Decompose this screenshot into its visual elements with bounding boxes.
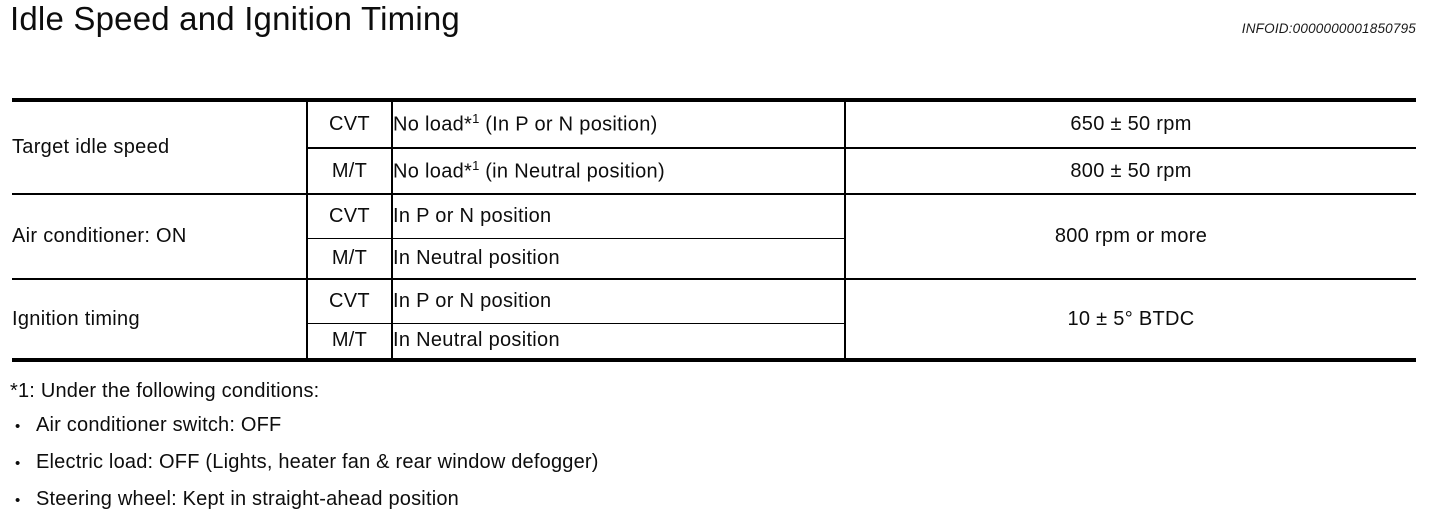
table-row: M/T In Neutral position [12,237,1416,279]
cell-condition: No load*1 (in Neutral position) [391,147,845,194]
footnote-conditions-heading: *1: Under the following conditions: [10,380,320,402]
condition-text: No load* [393,113,473,136]
cell-condition: In Neutral position [391,322,845,360]
cell-value: 800 ± 50 rpm [844,147,1416,194]
condition-text: In Neutral position [393,329,560,352]
cell-condition: No load*1 (In P or N position) [391,100,845,148]
spec-table: Target idle speed CVT No load*1 (In P or… [12,98,1416,362]
infoid-label: INFOID:0000000001850795 [1241,21,1416,36]
cell-transmission: CVT [306,100,392,148]
cell-condition: In P or N position [391,278,845,323]
footnote-ref-superscript: 1 [472,111,480,127]
cell-condition: In P or N position [391,193,845,238]
table-row: M/T No load*1 (in Neutral position) 800 … [12,147,1416,194]
list-item: • Air conditioner switch: OFF [10,414,1110,438]
table-row: M/T In Neutral position [12,322,1416,360]
cell-condition: In Neutral position [391,237,845,279]
footnote-bullet-text: Steering wheel: Kept in straight-ahead p… [36,488,459,510]
condition-text: No load* [393,160,473,183]
condition-text: In Neutral position [393,246,560,269]
table-row: Ignition timing CVT In P or N position 1… [12,278,1416,360]
cell-value: 800 rpm or more [844,193,1416,279]
footnote-bullet-text: Electric load: OFF (Lights, heater fan &… [36,451,599,473]
table-row: Target idle speed CVT No load*1 (In P or… [12,100,1416,194]
list-item: • Electric load: OFF (Lights, heater fan… [10,451,1110,475]
list-item: • Steering wheel: Kept in straight-ahead… [10,488,1110,512]
footnote-bullet-text: Air conditioner switch: OFF [36,414,282,436]
cell-label-target-idle-speed: Target idle speed [12,100,307,194]
cell-label-air-conditioner: Air conditioner: ON [12,193,307,279]
page-title: Idle Speed and Ignition Timing [10,0,460,37]
footnote-ref-superscript: 1 [472,157,480,173]
cell-label-ignition-timing: Ignition timing [12,278,307,360]
condition-text: (In P or N position) [479,113,658,136]
cell-transmission: CVT [306,193,392,238]
cell-transmission: M/T [306,147,392,194]
cell-value: 650 ± 50 rpm [844,100,1416,148]
cell-transmission: M/T [306,237,392,279]
footnotes-section: *1: Under the following conditions: • Ai… [10,379,1110,525]
table-row: Air conditioner: ON CVT In P or N positi… [12,193,1416,279]
condition-text: In P or N position [393,204,552,227]
cell-value: 10 ± 5° BTDC [844,278,1416,360]
cell-transmission: M/T [306,322,392,360]
condition-text: In P or N position [393,289,552,312]
bullet-icon: • [15,455,21,472]
condition-text: (in Neutral position) [479,160,665,183]
bullet-icon: • [15,492,21,509]
bullet-icon: • [15,418,21,435]
cell-transmission: CVT [306,278,392,323]
